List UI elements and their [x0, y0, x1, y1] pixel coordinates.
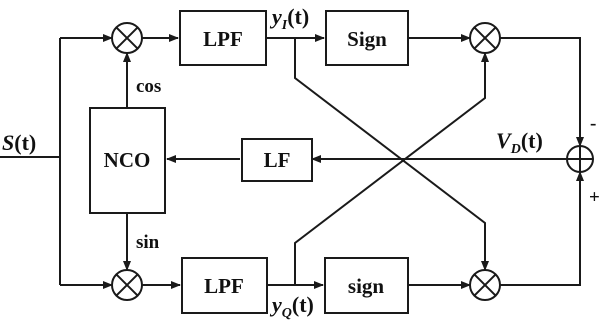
cross-wire-yi	[294, 38, 489, 271]
top-mixer-to-summer-wire	[500, 37, 584, 147]
lpf-top-block	[179, 10, 267, 66]
lpf-top-label: LPF	[203, 27, 243, 51]
cross-wire-yq	[294, 52, 489, 285]
sign-bottom-block	[324, 257, 409, 314]
cos-label: cos	[136, 76, 161, 97]
top-left-mixer	[111, 22, 143, 54]
summer-plus-sign: +	[589, 187, 600, 208]
nco-block	[89, 107, 166, 214]
bottom-mixer-to-summer-wire	[500, 171, 584, 286]
summer-junction	[566, 145, 594, 173]
lf-label: LF	[264, 148, 291, 172]
top-right-mixer	[469, 22, 501, 54]
lf-block	[241, 138, 313, 182]
sign-top-label: Sign	[347, 27, 387, 51]
summer-minus-sign: -	[590, 113, 596, 134]
bottom-left-mixer	[111, 269, 143, 301]
yi-signal-label: yI(t)	[269, 4, 309, 33]
sin-label: sin	[136, 232, 160, 253]
lpf-bottom-block	[181, 257, 268, 314]
sign-bottom-label: sign	[348, 274, 385, 298]
lpf-bottom-label: LPF	[204, 274, 244, 298]
bottom-right-mixer	[469, 269, 501, 301]
yq-signal-label: yQ(t)	[269, 292, 314, 320]
sign-top-block	[325, 10, 409, 66]
vd-signal-label: VD(t)	[496, 128, 543, 157]
nco-label: NCO	[104, 148, 151, 172]
input-signal-label: S(t)	[2, 130, 36, 155]
